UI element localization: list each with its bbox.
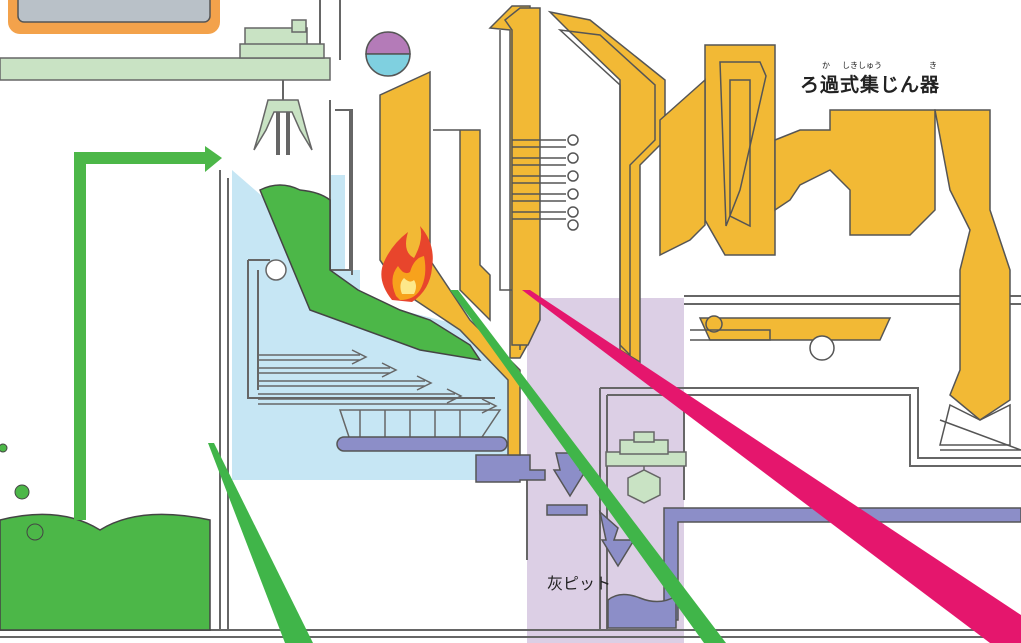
waste-slope bbox=[259, 184, 482, 362]
air-arrows bbox=[258, 349, 498, 414]
ruby-ki: き bbox=[929, 61, 937, 70]
waste-pit bbox=[0, 146, 222, 631]
ash-pit-label: 灰ピット bbox=[547, 574, 612, 593]
green-beam-left bbox=[208, 443, 313, 643]
superheater-coils bbox=[512, 134, 579, 231]
ash-crane bbox=[605, 431, 687, 504]
crane bbox=[0, 19, 331, 155]
flue-duct bbox=[690, 329, 1021, 451]
ruby-ka: か bbox=[822, 61, 830, 70]
ash-conveyors bbox=[336, 436, 1021, 629]
boiler bbox=[379, 5, 1011, 456]
ruby-shikishuu: しきしゅう bbox=[842, 61, 882, 70]
laser-beams bbox=[208, 290, 1021, 643]
status-sphere-icon bbox=[365, 31, 411, 77]
green-beam-right bbox=[450, 290, 726, 643]
ash-area-background bbox=[527, 298, 684, 643]
flame-icon bbox=[381, 226, 433, 302]
bag-filter-label: ろ過式集じん器 bbox=[800, 74, 941, 96]
filter-ruby: か しきしゅう き bbox=[822, 60, 972, 72]
pink-beam bbox=[522, 290, 1021, 643]
